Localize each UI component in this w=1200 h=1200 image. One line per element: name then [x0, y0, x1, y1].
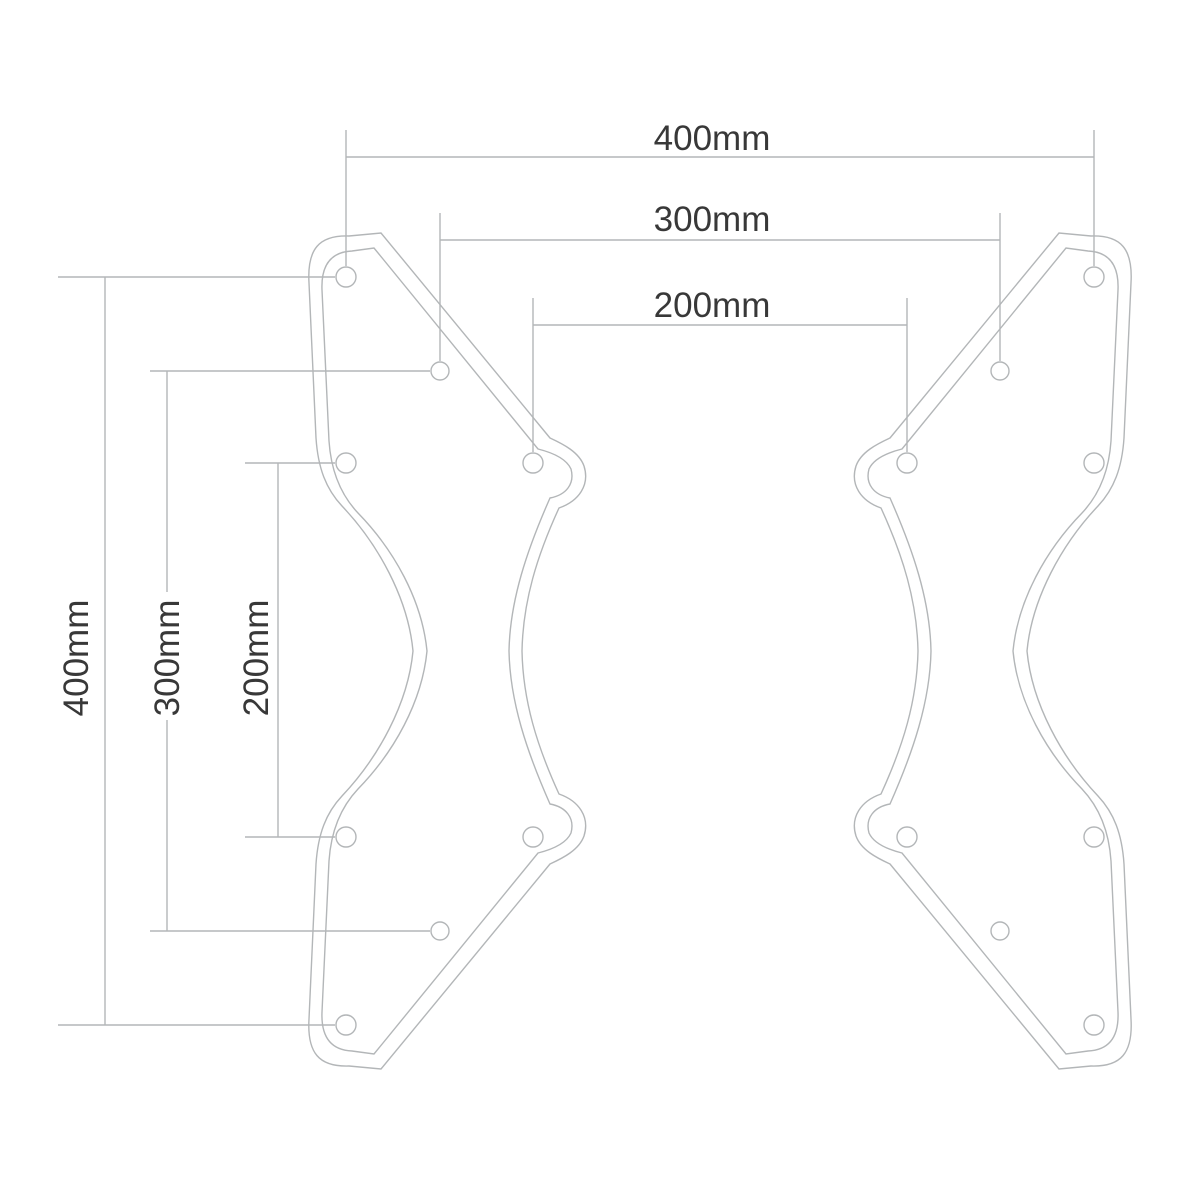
plate-outline-inner	[321, 247, 573, 1055]
dimension-300mm-vertical	[150, 370, 430, 932]
dimension-labels: 400mm 300mm 200mm 400mm 300mm 200mm	[57, 119, 770, 716]
dimension-label-300mm-horizontal: 300mm	[654, 200, 771, 239]
bracket-plates	[308, 232, 1132, 1070]
mounting-hole	[335, 826, 357, 848]
dimension-300mm-horizontal	[439, 213, 1001, 361]
dimension-400mm-vertical	[58, 276, 335, 1026]
dimension-label-200mm-horizontal: 200mm	[654, 286, 771, 325]
mounting-hole	[430, 921, 450, 941]
mounting-hole	[335, 266, 357, 288]
dimension-200mm-horizontal	[532, 298, 908, 452]
mounting-hole	[430, 361, 450, 381]
mounting-hole	[335, 1014, 357, 1036]
mounting-hole	[335, 452, 357, 474]
dimension-label-200mm-vertical: 200mm	[237, 600, 276, 717]
dimension-200mm-vertical	[245, 462, 335, 838]
bracket-plate-left	[308, 232, 587, 1070]
dimension-lines	[58, 130, 1095, 1026]
dimension-label-400mm-vertical: 400mm	[57, 600, 96, 717]
mounting-hole	[522, 826, 544, 848]
dimension-label-mask	[144, 592, 190, 720]
dimension-label-400mm-horizontal: 400mm	[654, 119, 771, 158]
plate-outline-outer	[308, 232, 587, 1070]
dimension-400mm-horizontal	[345, 130, 1095, 266]
bracket-plate-right	[853, 232, 1132, 1070]
mounting-hole	[522, 452, 544, 474]
dimension-label-300mm-vertical: 300mm	[148, 600, 187, 717]
